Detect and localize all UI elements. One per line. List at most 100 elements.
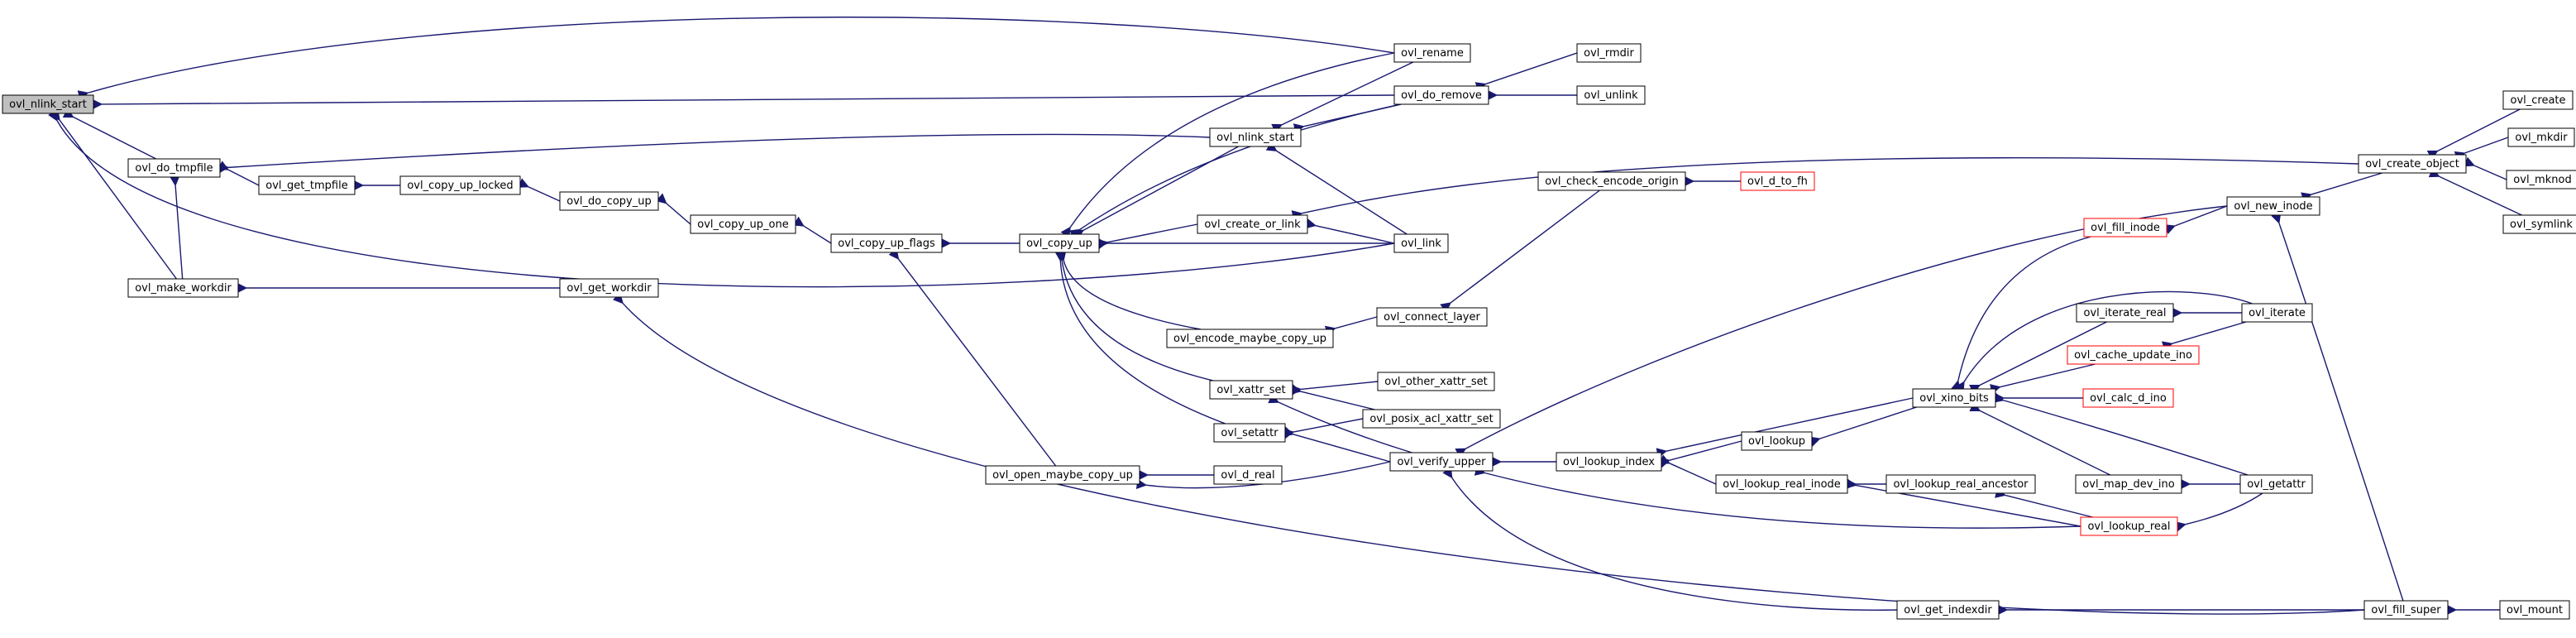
node-box	[1362, 409, 1501, 429]
node-ovl-rename[interactable]: ovl_rename	[1393, 43, 1471, 63]
node-label: ovl_getattr	[2247, 478, 2306, 491]
node-label: ovl_mount	[2507, 604, 2563, 616]
node-ovl-copy-up-flags[interactable]: ovl_copy_up_flags	[830, 233, 943, 253]
node-ovl-link[interactable]: ovl_link	[1393, 233, 1449, 253]
node-ovl-fill-super[interactable]: ovl_fill_super	[2363, 600, 2449, 620]
node-ovl-xattr-set[interactable]: ovl_xattr_set	[1209, 380, 1293, 400]
node-box	[1393, 85, 1489, 105]
node-ovl-do-remove[interactable]: ovl_do_remove	[1393, 85, 1489, 105]
edge-ovl-cache-update-ino-to-ovl-iterate	[2161, 321, 2247, 352]
node-ovl-open-maybe-copy-up[interactable]: ovl_open_maybe_copy_up	[985, 465, 1140, 485]
node-box	[2502, 90, 2574, 110]
edge-ovl-fill-inode-to-ovl-new-inode	[2163, 205, 2228, 234]
node-ovl-symlink[interactable]: ovl_symlink	[2502, 214, 2576, 234]
node-ovl-copy-up-one[interactable]: ovl_copy_up_one	[690, 214, 796, 234]
node-ovl-verify-upper[interactable]: ovl_verify_upper	[1389, 452, 1494, 472]
node-label: ovl_symlink	[2510, 218, 2573, 231]
node-ovl-create-or-link[interactable]: ovl_create_or_link	[1197, 214, 1308, 234]
edge-ovl-copy-up-to-ovl-do-remove	[1068, 103, 1401, 239]
node-box	[2076, 303, 2174, 323]
node-ovl-encode-maybe-copy-up[interactable]: ovl_encode_maybe_copy_up	[1166, 329, 1334, 348]
node-ovl-unlink[interactable]: ovl_unlink	[1576, 85, 1646, 105]
node-label: ovl_link	[1401, 237, 1441, 250]
node-ovl-d-real[interactable]: ovl_d_real	[1213, 465, 1283, 485]
node-ovl-xino-bits[interactable]: ovl_xino_bits	[1912, 388, 1996, 408]
edge-ovl-copy-up-to-ovl-nlink-start	[1073, 146, 1239, 240]
node-box	[1576, 43, 1642, 63]
node-label: ovl_copy_up_locked	[407, 180, 513, 192]
edge-ovl-xino-bits-to-ovl-getattr	[1992, 392, 2249, 476]
node-ovl-getattr[interactable]: ovl_getattr	[2239, 474, 2313, 494]
node-box	[2506, 170, 2576, 189]
node-label: ovl_xattr_set	[1216, 384, 1285, 396]
node-ovl-setattr[interactable]: ovl_setattr	[1213, 423, 1286, 443]
node-box	[2, 94, 94, 114]
node-ovl-copy-up-locked[interactable]: ovl_copy_up_locked	[399, 175, 521, 195]
edge-ovl-do-tmpfile-to-ovl-get-tmpfile	[217, 161, 260, 186]
node-ovl-nlink-start[interactable]: ovl_nlink_start	[1209, 127, 1302, 147]
node-ovl-d-to-fh[interactable]: ovl_d_to_fh	[1740, 171, 1815, 191]
node-label: ovl_xino_bits	[1919, 392, 1989, 405]
node-label: ovl_d_real	[1221, 469, 1274, 482]
node-ovl-mknod[interactable]: ovl_mknod	[2506, 170, 2576, 189]
node-ovl-mkdir[interactable]: ovl_mkdir	[2507, 127, 2575, 147]
node-ovl-check-encode-origin[interactable]: ovl_check_encode_origin	[1537, 171, 1686, 191]
node-label: ovl_mknod	[2513, 174, 2571, 186]
node-box	[1166, 329, 1334, 348]
node-box	[1213, 423, 1286, 443]
node-box	[1389, 452, 1494, 472]
edge-ovl-do-remove-to-ovl-rmdir	[1474, 52, 1578, 93]
node-ovl-lookup-index[interactable]: ovl_lookup_index	[1556, 452, 1662, 472]
node-ovl-lookup-real[interactable]: ovl_lookup_real	[2080, 516, 2178, 536]
node-ovl-do-copy-up[interactable]: ovl_do_copy_up	[559, 191, 659, 211]
node-label: ovl_copy_up_one	[697, 218, 789, 231]
node-label: ovl_iterate	[2249, 307, 2306, 319]
node-ovl-cache-update-ino[interactable]: ovl_cache_update_ino	[2067, 345, 2200, 365]
node-ovl-mount[interactable]: ovl_mount	[2499, 600, 2570, 620]
node-box	[1740, 171, 1815, 191]
node-ovl-make-workdir[interactable]: ovl_make_workdir	[127, 278, 239, 298]
node-ovl-get-workdir[interactable]: ovl_get_workdir	[559, 278, 659, 298]
node-ovl-create[interactable]: ovl_create	[2502, 90, 2574, 110]
node-ovl-new-inode[interactable]: ovl_new_inode	[2226, 196, 2320, 216]
node-label: ovl_fill_inode	[2091, 222, 2160, 234]
node-ovl-do-tmpfile[interactable]: ovl_do_tmpfile	[127, 158, 221, 178]
node-box	[1741, 431, 1813, 451]
node-ovl-calc-d-ino[interactable]: ovl_calc_d_ino	[2082, 388, 2174, 408]
node-ovl-connect-layer[interactable]: ovl_connect_layer	[1376, 307, 1488, 327]
node-box	[1912, 388, 1996, 408]
node-ovl-iterate-real[interactable]: ovl_iterate_real	[2076, 303, 2174, 323]
nodes-layer: ovl_nlink_start ovl_do_tmpfile ovl_make_wo…	[2, 43, 2576, 620]
node-ovl-lookup-real-ancestor[interactable]: ovl_lookup_real_ancestor	[1885, 474, 2036, 494]
node-ovl-rmdir[interactable]: ovl_rmdir	[1576, 43, 1642, 63]
edge-ovl-nlink-start-root-to-ovl-do-tmpfile	[62, 108, 157, 160]
edge-ovl-get-workdir-to-ovl-fill-super	[612, 292, 2365, 615]
node-label: ovl_verify_upper	[1397, 456, 1486, 468]
node-ovl-fill-inode[interactable]: ovl_fill_inode	[2083, 218, 2167, 237]
node-box	[2363, 600, 2449, 620]
edge-ovl-nlink-start-to-ovl-do-remove	[1293, 103, 1402, 134]
node-ovl-lookup[interactable]: ovl_lookup	[1741, 431, 1813, 451]
node-ovl-copy-up[interactable]: ovl_copy_up	[1019, 233, 1100, 253]
node-ovl-get-tmpfile[interactable]: ovl_get_tmpfile	[258, 175, 356, 195]
node-label: ovl_get_indexdir	[1904, 604, 1992, 616]
edge-ovl-setattr-to-ovl-verify-upper	[1283, 426, 1391, 463]
node-ovl-iterate[interactable]: ovl_iterate	[2241, 303, 2313, 323]
edge-ovl-copy-up-to-ovl-setattr	[1054, 251, 1226, 425]
edge-ovl-xino-bits-to-ovl-fill-inode	[1951, 236, 2091, 391]
node-label: ovl_mkdir	[2515, 132, 2568, 144]
node-label: ovl_lookup_index	[1563, 456, 1655, 468]
node-ovl-posix-acl-xattr-set[interactable]: ovl_posix_acl_xattr_set	[1362, 409, 1501, 429]
node-ovl-create-object[interactable]: ovl_create_object	[2358, 154, 2467, 174]
node-ovl-other-xattr-set[interactable]: ovl_other_xattr_set	[1377, 372, 1495, 391]
edge-ovl-create-or-link-to-ovl-link	[1305, 218, 1395, 244]
edge-ovl-xino-bits-to-ovl-iterate	[1954, 290, 2253, 393]
node-ovl-map-dev-ino[interactable]: ovl_map_dev_ino	[2075, 474, 2182, 494]
node-ovl-lookup-real-inode[interactable]: ovl_lookup_real_inode	[1715, 474, 1848, 494]
edge-ovl-copy-up-flags-to-ovl-open-maybe-copy-up	[888, 248, 1057, 467]
node-label: ovl_setattr	[1221, 427, 1278, 439]
node-label: ovl_do_tmpfile	[135, 162, 213, 175]
node-ovl-nlink-start-root[interactable]: ovl_nlink_start	[2, 94, 94, 114]
node-ovl-get-indexdir[interactable]: ovl_get_indexdir	[1896, 600, 2000, 620]
edge-ovl-xattr-set-to-ovl-other-xattr-set	[1291, 381, 1379, 396]
